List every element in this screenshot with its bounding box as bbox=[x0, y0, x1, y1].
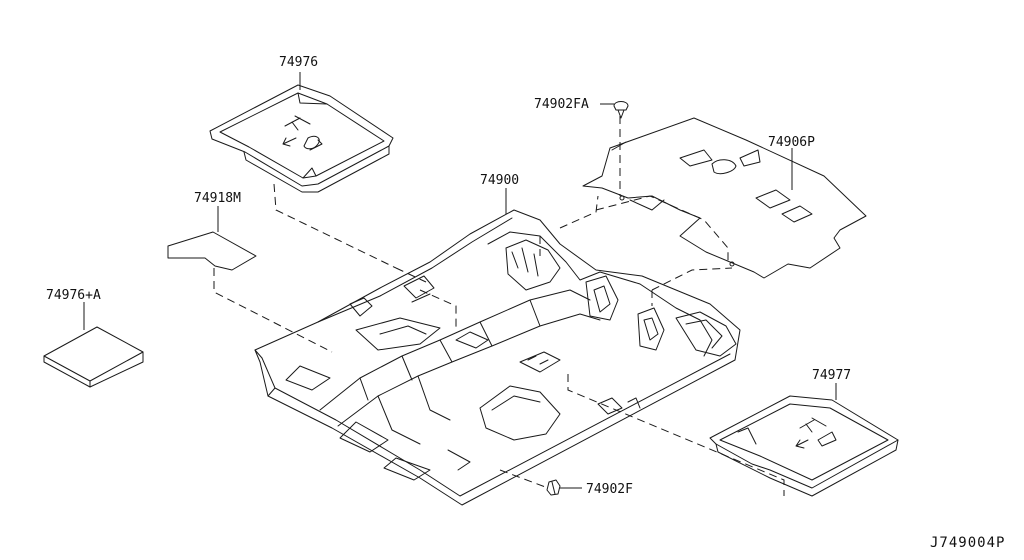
assembly-lines bbox=[213, 116, 785, 496]
label-74906p: 74906P bbox=[768, 135, 815, 150]
insulator-pad-74918m[interactable] bbox=[167, 231, 257, 271]
label-74902fa: 74902FA bbox=[534, 97, 589, 112]
floor-insulator-74906p[interactable] bbox=[582, 117, 867, 279]
label-74976a: 74976+A bbox=[46, 288, 101, 303]
label-74918m: 74918M bbox=[194, 191, 241, 206]
leader-lines bbox=[83, 72, 837, 489]
mat-pack-74976a[interactable] bbox=[43, 326, 144, 388]
diagram-code: J749004P bbox=[930, 535, 1005, 551]
floor-mat-74977[interactable] bbox=[709, 395, 899, 497]
floor-carpet-74900[interactable] bbox=[254, 209, 741, 506]
label-74902f: 74902F bbox=[586, 482, 633, 497]
label-74900: 74900 bbox=[480, 173, 519, 188]
label-74977: 74977 bbox=[812, 368, 851, 383]
floor-mat-74976[interactable] bbox=[209, 84, 394, 193]
clip-74902fa-icon[interactable] bbox=[613, 101, 629, 119]
label-74976: 74976 bbox=[279, 55, 318, 70]
